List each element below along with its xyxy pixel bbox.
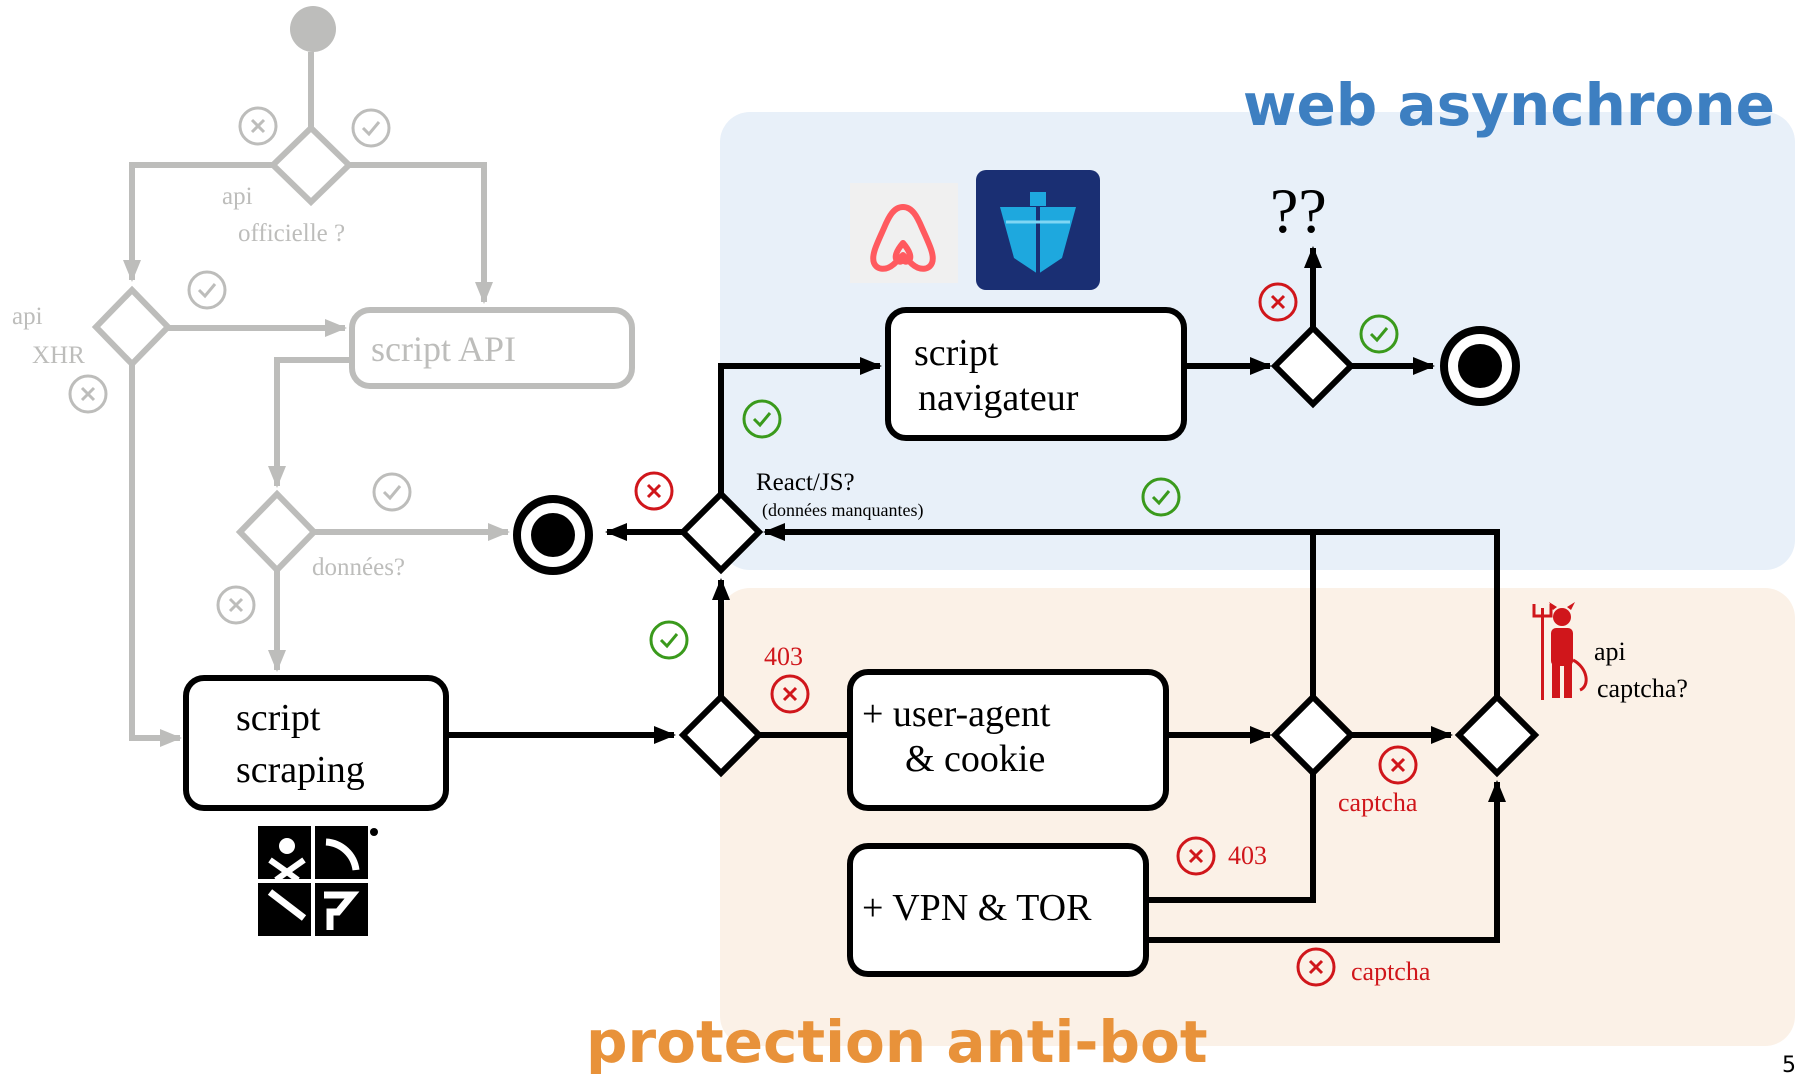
vpn-tor-node	[847, 843, 1149, 977]
fail-icon	[1176, 836, 1216, 876]
decision-api-xhr	[91, 285, 173, 369]
main-flow	[445, 246, 1506, 943]
end-node-right	[1440, 326, 1520, 406]
anti-bot-title: protection anti-bot	[586, 1008, 1208, 1076]
decision-api-officielle	[268, 123, 354, 207]
fail-icon	[770, 674, 810, 714]
ok-icon	[351, 108, 391, 148]
api-captcha-label-1: api	[1594, 637, 1626, 666]
script-scraping-node	[183, 675, 449, 811]
script-scraping-label-1: script	[236, 697, 321, 739]
decision-user-agent	[1270, 692, 1356, 778]
decision-navigateur	[1270, 323, 1356, 409]
fail-icon	[634, 471, 674, 511]
script-navigateur-label-1: script	[914, 332, 999, 374]
anti-bot-region	[720, 588, 1795, 1046]
code-403-top: 403	[764, 642, 803, 671]
ok-icon	[187, 270, 227, 310]
react-js-label: React/JS?	[756, 469, 855, 496]
ok-icon	[1141, 477, 1181, 517]
api-captcha-label-2: captcha?	[1597, 674, 1688, 703]
decision-scraping	[678, 692, 764, 778]
question-marks: ??	[1270, 175, 1327, 246]
async-web-title: web asynchrone	[1243, 71, 1775, 139]
fail-icon	[1296, 947, 1336, 987]
vpn-tor-label: + VPN & TOR	[862, 887, 1092, 929]
captcha-top-label: captcha	[1338, 788, 1418, 817]
script-api-label: script API	[371, 329, 516, 369]
ok-icon	[372, 472, 412, 512]
geocaching-logo	[258, 826, 378, 936]
fail-icon	[68, 374, 108, 414]
script-scraping-label-2: scraping	[236, 749, 365, 791]
user-agent-node	[847, 669, 1169, 811]
api-xhr-label-1: api	[12, 303, 43, 330]
marinetraffic-logo	[976, 170, 1100, 290]
devil-icon	[1532, 602, 1588, 700]
ok-icon	[1359, 314, 1399, 354]
start-node	[290, 6, 336, 52]
api-xhr-label-2: XHR	[32, 342, 85, 369]
fail-icon	[238, 106, 278, 146]
airbnb-logo	[850, 183, 958, 283]
fail-icon	[1378, 745, 1418, 785]
script-navigateur-node	[885, 307, 1187, 441]
captcha-bottom-label: captcha	[1351, 957, 1431, 986]
api-officielle-label-1: api	[222, 183, 253, 210]
api-officielle-label-2: officielle ?	[238, 220, 345, 247]
ok-icon	[649, 620, 689, 660]
page-number: 5	[1782, 1053, 1796, 1076]
user-agent-label-1: + user-agent	[862, 693, 1051, 735]
donnees-label: données?	[312, 554, 405, 581]
faded-flow	[123, 52, 510, 747]
user-agent-label-2: & cookie	[905, 738, 1045, 780]
decision-api-captcha	[1454, 692, 1540, 778]
code-403-vpn: 403	[1228, 841, 1267, 870]
donnees-manquantes-label: (données manquantes)	[762, 500, 923, 521]
end-node-left	[513, 495, 593, 575]
decision-donnees	[235, 489, 319, 575]
script-navigateur-label-2: navigateur	[918, 377, 1079, 419]
fail-icon	[216, 585, 256, 625]
ok-icon	[742, 399, 782, 439]
decision-react-js	[678, 489, 764, 575]
script-api-node	[349, 307, 635, 389]
fail-icon	[1258, 282, 1298, 322]
